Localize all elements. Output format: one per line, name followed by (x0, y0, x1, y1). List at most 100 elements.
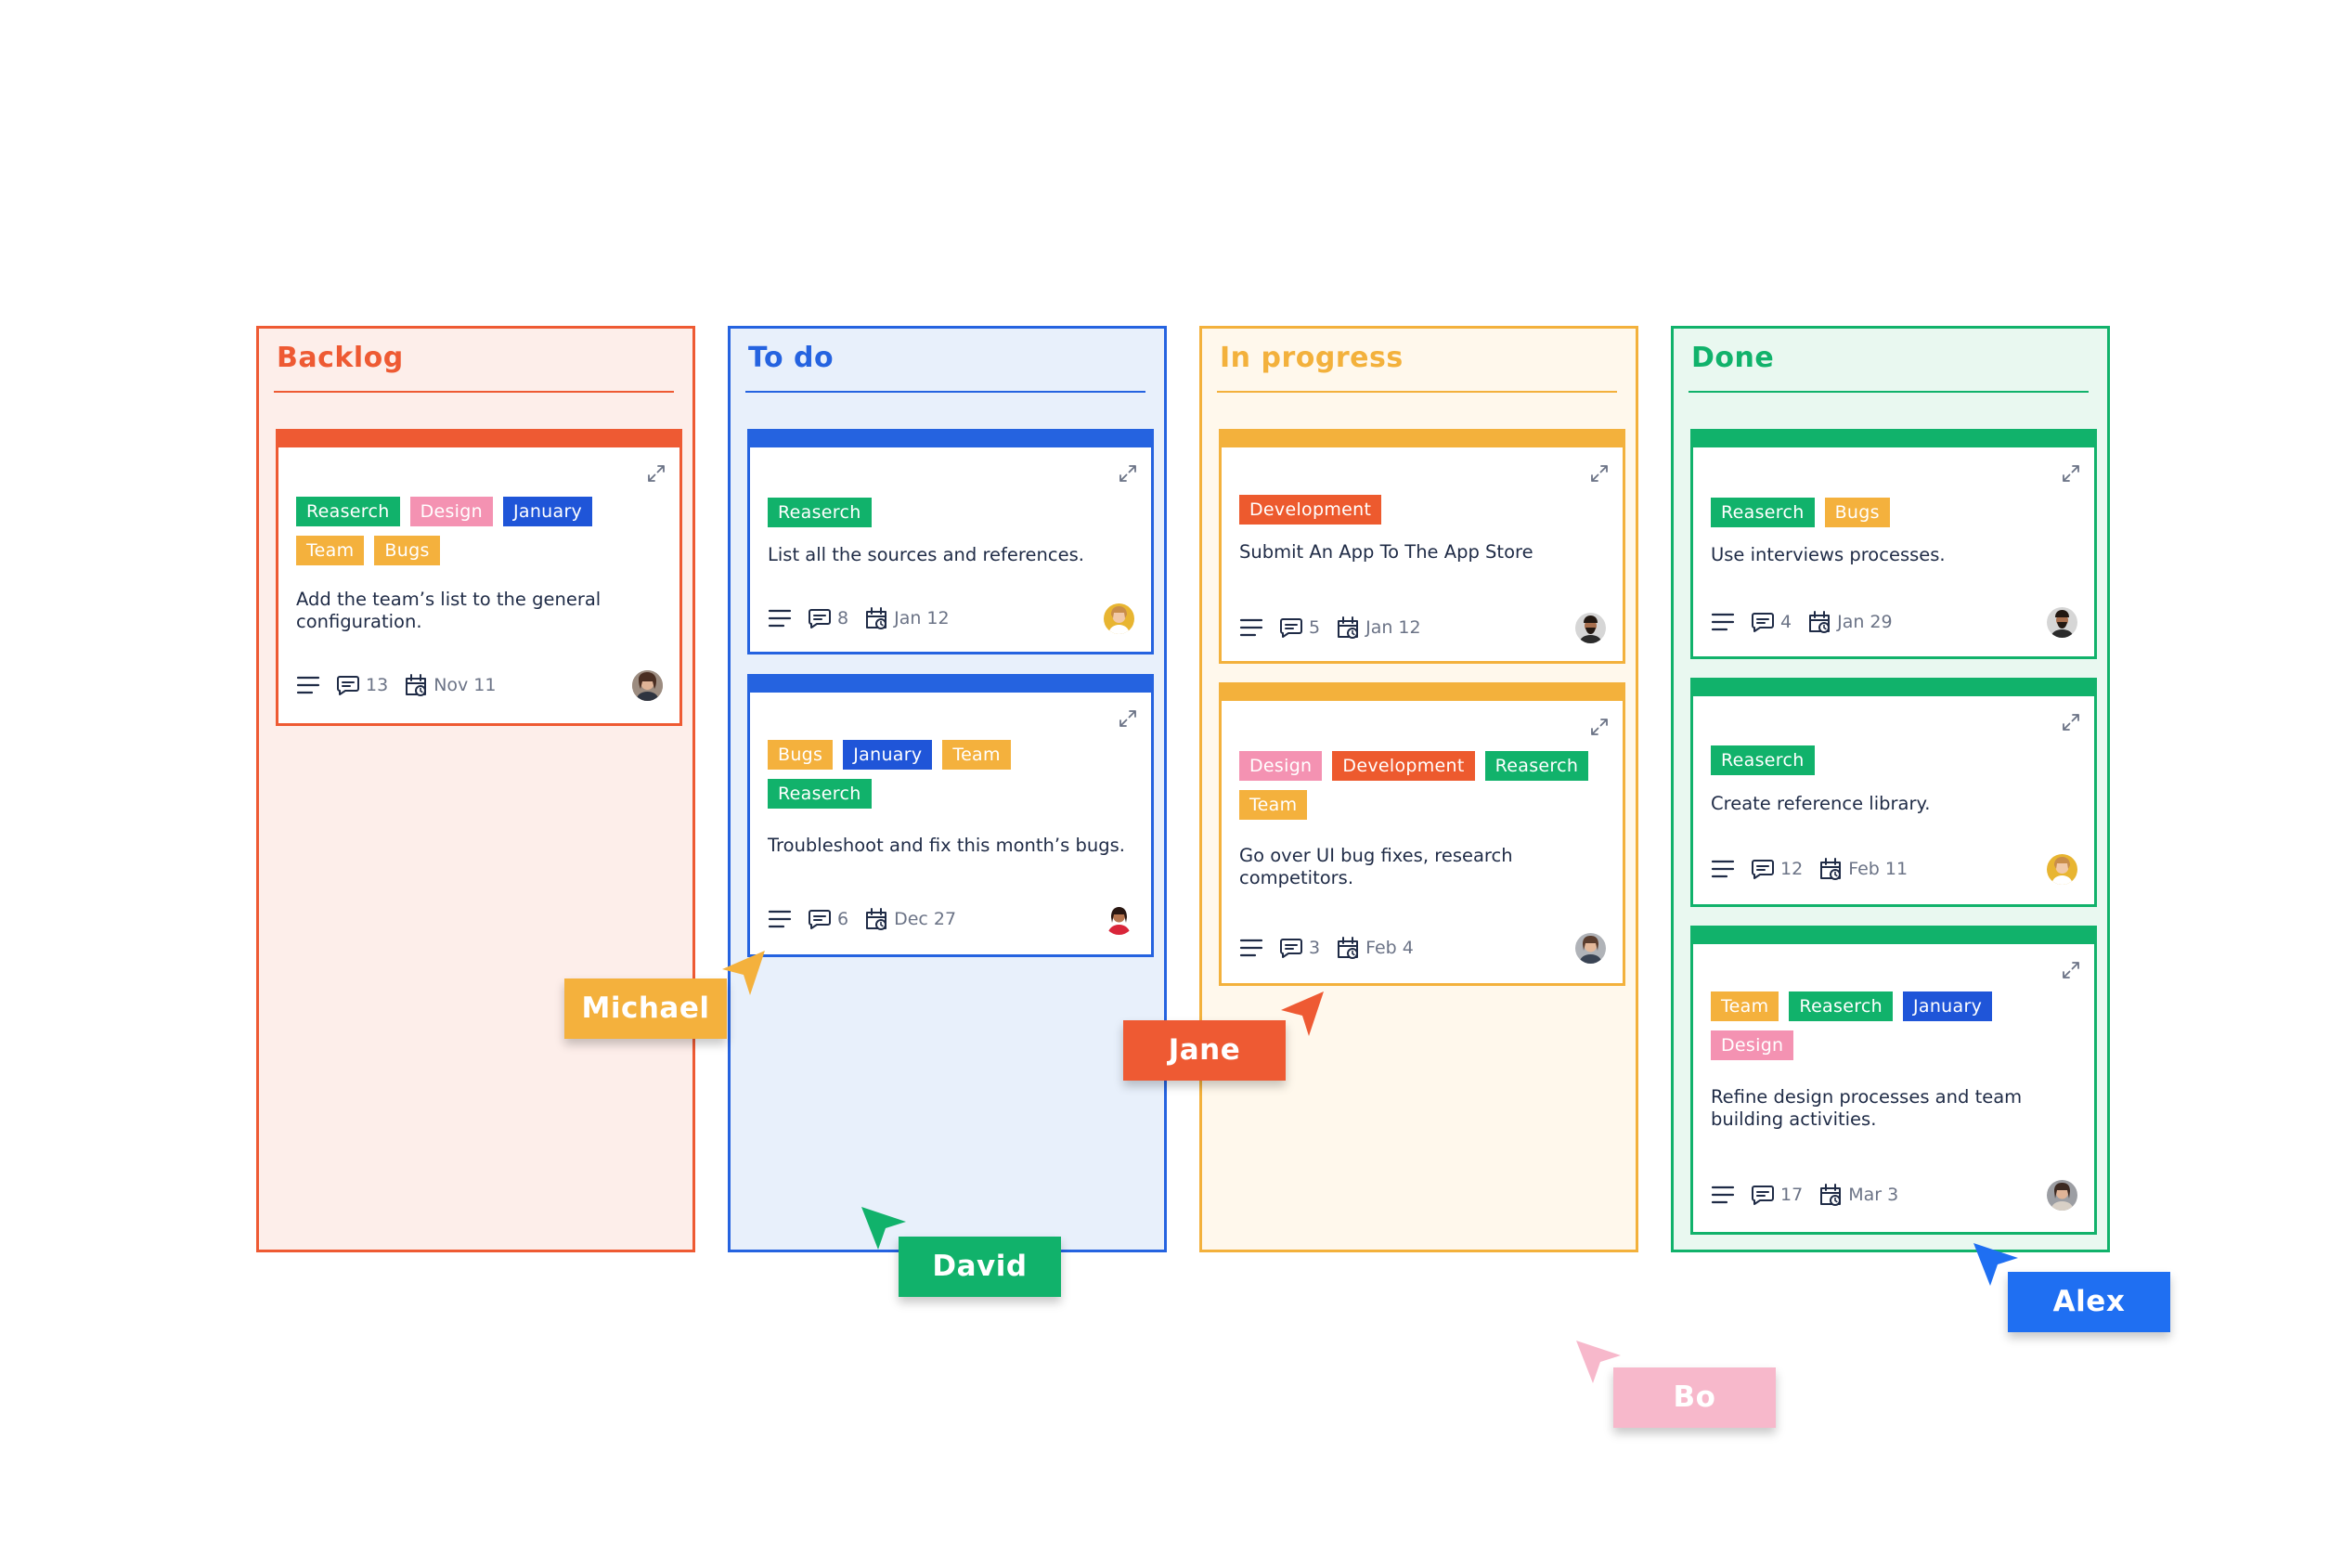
avatar[interactable] (2047, 606, 2077, 638)
expand-icon[interactable] (646, 463, 666, 484)
tag-team[interactable]: Team (1711, 991, 1779, 1021)
task-card[interactable]: Bugs January Team Reaserch Troubleshoot … (747, 674, 1154, 957)
tag-development[interactable]: Development (1332, 751, 1475, 781)
task-card[interactable]: Reaserch List all the sources and refere… (747, 429, 1154, 654)
tag-team[interactable]: Team (942, 740, 1011, 770)
tag-bugs[interactable]: Bugs (374, 536, 440, 565)
avatar[interactable] (632, 669, 663, 701)
comment-icon (1751, 1184, 1775, 1206)
due-date[interactable]: Mar 3 (1818, 1183, 1898, 1207)
card-color-bar (1690, 429, 2097, 447)
tag-design[interactable]: Design (1711, 1030, 1794, 1060)
collaborator-label-bo: Bo (1613, 1367, 1776, 1428)
expand-icon[interactable] (2061, 960, 2081, 980)
collaborator-label-alex: Alex (2008, 1272, 2170, 1332)
tag-bugs[interactable]: Bugs (1824, 498, 1890, 527)
collaborator-label-david: David (899, 1237, 1061, 1297)
comment-count[interactable]: 17 (1751, 1184, 1803, 1206)
avatar[interactable] (2047, 853, 2077, 885)
column-todo: To do Reaserch List all the sources and … (728, 326, 1167, 1252)
comment-icon (336, 674, 360, 696)
column-title: To do (748, 342, 835, 374)
expand-icon[interactable] (2061, 463, 2081, 484)
avatar[interactable] (2047, 1179, 2077, 1211)
tag-reaserch[interactable]: Reaserch (1711, 498, 1815, 527)
tag-reaserch[interactable]: Reaserch (768, 498, 872, 527)
comment-count-label: 6 (837, 909, 849, 929)
due-date[interactable]: Feb 4 (1336, 936, 1414, 960)
tag-reaserch[interactable]: Reaserch (1484, 751, 1589, 781)
divider (274, 391, 674, 393)
tag-list: Bugs January Team Reaserch (768, 740, 1102, 809)
tag-list: Team Reaserch January Design (1711, 991, 2045, 1060)
expand-icon[interactable] (1118, 708, 1138, 729)
task-card[interactable]: Reaserch Create reference library. 12 Fe… (1690, 678, 2097, 907)
due-date[interactable]: Jan 12 (864, 606, 950, 630)
tag-development[interactable]: Development (1239, 495, 1382, 525)
card-description: Troubleshoot and fix this month’s bugs. (768, 835, 1125, 856)
card-footer: 8 Jan 12 (768, 603, 1134, 634)
divider (1689, 391, 2089, 393)
comment-icon (1751, 858, 1775, 880)
description-indicator (768, 608, 792, 628)
due-date-label: Jan 12 (1365, 617, 1421, 638)
avatar[interactable] (1104, 603, 1134, 634)
tag-design[interactable]: Design (1239, 751, 1323, 781)
due-date[interactable]: Dec 27 (864, 907, 956, 931)
card-color-bar (1690, 678, 2097, 696)
due-date[interactable]: Nov 11 (404, 673, 497, 697)
expand-icon[interactable] (2061, 712, 2081, 732)
tag-january[interactable]: January (843, 740, 933, 770)
avatar-icon (2047, 1179, 2077, 1211)
avatar-icon (2047, 606, 2077, 638)
expand-icon[interactable] (1589, 463, 1610, 484)
due-date[interactable]: Feb 11 (1818, 857, 1908, 881)
card-color-bar (1219, 429, 1625, 447)
comment-count[interactable]: 3 (1279, 937, 1320, 959)
tag-team[interactable]: Team (1239, 790, 1308, 820)
tag-design[interactable]: Design (409, 497, 493, 526)
tag-bugs[interactable]: Bugs (768, 740, 834, 770)
expand-icon[interactable] (1118, 463, 1138, 484)
column-backlog: Backlog Reaserch Design January Team Bug… (256, 326, 695, 1252)
avatar[interactable] (1575, 612, 1606, 643)
calendar-icon (864, 606, 888, 630)
task-card[interactable]: Development Submit An App To The App Sto… (1219, 429, 1625, 664)
tag-reaserch[interactable]: Reaserch (1711, 745, 1815, 775)
comment-count[interactable]: 13 (336, 674, 388, 696)
tag-reaserch[interactable]: Reaserch (1789, 991, 1893, 1021)
lines-icon (296, 675, 320, 695)
tag-january[interactable]: January (1902, 991, 1993, 1021)
task-card[interactable]: Team Reaserch January Design Refine desi… (1690, 926, 2097, 1235)
tag-reaserch[interactable]: Reaserch (296, 497, 400, 526)
comment-count[interactable]: 6 (808, 908, 848, 930)
task-card[interactable]: Reaserch Bugs Use interviews processes. … (1690, 429, 2097, 659)
comment-icon (1751, 611, 1775, 633)
avatar-icon (1104, 903, 1134, 935)
avatar[interactable] (1104, 903, 1134, 935)
pointer-arrow-icon (1973, 1243, 2018, 1286)
comment-count[interactable]: 5 (1279, 616, 1320, 639)
lines-icon (768, 909, 792, 929)
tag-january[interactable]: January (502, 497, 593, 526)
comment-count-label: 13 (366, 675, 389, 695)
due-date[interactable]: Jan 29 (1807, 610, 1893, 634)
due-date[interactable]: Jan 12 (1336, 616, 1421, 640)
comment-count-label: 8 (837, 608, 849, 628)
task-card[interactable]: Reaserch Design January Team Bugs Add th… (276, 429, 682, 726)
avatar[interactable] (1575, 932, 1606, 964)
column-title: Done (1691, 342, 1775, 374)
comment-count[interactable]: 8 (808, 607, 848, 629)
expand-icon[interactable] (1589, 717, 1610, 737)
tag-reaserch[interactable]: Reaserch (768, 779, 872, 809)
card-color-bar (276, 429, 682, 447)
lines-icon (1711, 612, 1735, 632)
comment-count[interactable]: 12 (1751, 858, 1803, 880)
calendar-icon (1336, 936, 1360, 960)
description-indicator (1239, 938, 1263, 958)
tag-team[interactable]: Team (296, 536, 365, 565)
task-card[interactable]: Design Development Reaserch Team Go over… (1219, 682, 1625, 986)
comment-count[interactable]: 4 (1751, 611, 1792, 633)
lines-icon (1239, 617, 1263, 638)
comment-count-label: 4 (1780, 612, 1792, 632)
